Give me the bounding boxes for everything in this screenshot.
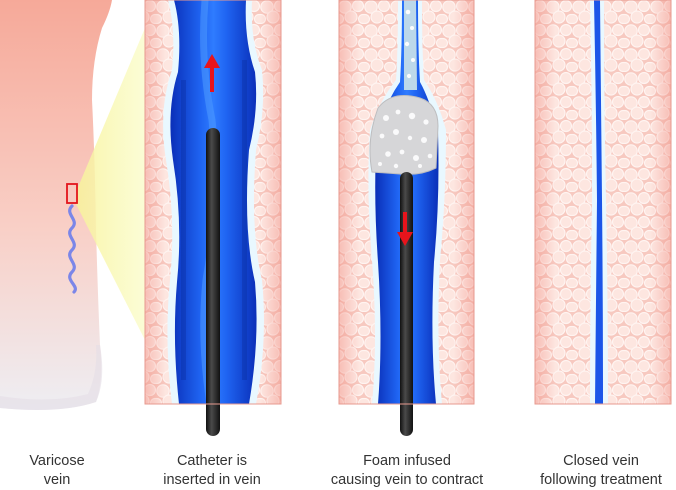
catheter-tube: [206, 128, 220, 436]
leg-illustration: [0, 0, 112, 410]
caption-line-2: following treatment: [540, 472, 662, 488]
arrow-down-icon: [397, 212, 413, 246]
caption-foam-infused: Foam infused causing vein to contract: [331, 452, 483, 490]
caption-line-1: Foam infused: [363, 453, 451, 469]
caption-line-1: Closed vein: [563, 453, 639, 469]
panel-closed: [535, 0, 671, 404]
caption-line-2: causing vein to contract: [330, 472, 484, 488]
varicose-vein-squiggle: [68, 204, 77, 294]
caption-line-2: inserted in vein: [163, 472, 261, 488]
caption-closed-vein: Closed vein following treatment: [540, 452, 662, 490]
caption-varicose-vein: Varicose vein: [29, 452, 84, 490]
arrow-up-icon: [204, 54, 220, 92]
caption-line-1: Varicose: [29, 453, 85, 469]
caption-catheter-inserted: Catheter is inserted in vein: [163, 452, 261, 490]
catheter-tube-2: [400, 172, 413, 436]
panel-foam: [339, 0, 474, 404]
caption-line-2: vein: [43, 472, 71, 488]
zoom-highlight: [76, 28, 145, 340]
closed-vein-lumen: [594, 0, 603, 404]
caption-line-1: Catheter is: [176, 453, 248, 469]
zoom-marker-box: [66, 183, 78, 204]
foam-bubbles: [404, 9, 415, 79]
